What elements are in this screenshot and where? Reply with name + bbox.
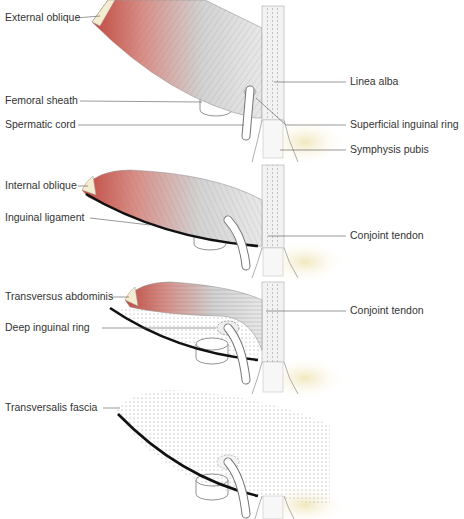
spermatic-cord bbox=[228, 462, 246, 514]
part-label: Superficial inguinal ring bbox=[350, 118, 459, 131]
leader-line bbox=[286, 125, 346, 126]
spermatic-cord bbox=[228, 328, 246, 380]
pubic-bone bbox=[252, 120, 298, 162]
linea-alba bbox=[262, 282, 284, 362]
spermatic-cord bbox=[246, 90, 250, 136]
part-label: Conjoint tendon bbox=[350, 229, 424, 242]
leader-line bbox=[268, 236, 346, 237]
tendon-tip bbox=[82, 176, 96, 195]
part-label: Transversalis fascia bbox=[5, 401, 97, 414]
symphysis bbox=[263, 120, 283, 158]
linea-alba-fibres bbox=[264, 165, 282, 248]
part-label: External oblique bbox=[5, 11, 80, 24]
leader-line bbox=[78, 186, 88, 187]
leader-lines bbox=[76, 16, 346, 408]
leader-line bbox=[90, 218, 150, 225]
part-label: Linea alba bbox=[350, 75, 398, 88]
part-label: Conjoint tendon bbox=[350, 304, 424, 317]
part-label: Symphysis pubis bbox=[350, 143, 429, 156]
leader-line bbox=[266, 311, 346, 312]
muscle-fibres bbox=[125, 282, 262, 350]
femoral-sheath-top bbox=[196, 338, 228, 350]
linea-alba-fibres bbox=[264, 6, 282, 120]
pubic-bone bbox=[255, 496, 294, 519]
transversalis-fascia bbox=[115, 390, 330, 505]
symphysis bbox=[263, 248, 283, 276]
pubic-bone bbox=[252, 362, 298, 394]
pubic-glow bbox=[263, 356, 347, 400]
part-label: Spermatic cord bbox=[5, 118, 76, 131]
spermatic-cord-inner bbox=[246, 90, 250, 136]
symphysis bbox=[263, 362, 283, 392]
external-oblique-muscle bbox=[92, 0, 262, 118]
pubic-glow bbox=[263, 118, 347, 166]
leader-line bbox=[103, 408, 120, 409]
pubic-bone bbox=[252, 248, 298, 278]
leader-line bbox=[78, 125, 244, 126]
leader-line bbox=[256, 98, 286, 125]
linea-alba bbox=[262, 6, 284, 120]
spermatic-cord bbox=[228, 220, 246, 266]
symphysis bbox=[263, 496, 283, 519]
linea-alba-fibres bbox=[264, 282, 282, 362]
panel-external-oblique bbox=[92, 0, 347, 166]
linea-alba bbox=[262, 165, 284, 248]
part-label: Femoral sheath bbox=[5, 94, 78, 107]
panel-internal-oblique bbox=[82, 165, 347, 284]
leader-line bbox=[102, 328, 216, 329]
transversus-muscle bbox=[125, 282, 262, 350]
tendon-tip bbox=[92, 0, 115, 26]
part-label: Transversus abdominis bbox=[5, 290, 113, 303]
leader-line bbox=[80, 101, 202, 102]
panel-transversus bbox=[110, 282, 347, 400]
part-label: Internal oblique bbox=[5, 179, 77, 192]
spermatic-cord-inner bbox=[228, 462, 246, 514]
part-label: Deep inguinal ring bbox=[5, 321, 90, 334]
part-label: Inguinal ligament bbox=[5, 211, 84, 224]
tendon-tip bbox=[125, 287, 138, 306]
muscle-fibres bbox=[92, 0, 262, 118]
leader-line bbox=[280, 150, 346, 151]
leader-line bbox=[274, 82, 346, 83]
spermatic-cord-inner bbox=[228, 220, 246, 266]
spermatic-cord-inner bbox=[228, 328, 246, 380]
panel-fascia bbox=[115, 390, 347, 519]
